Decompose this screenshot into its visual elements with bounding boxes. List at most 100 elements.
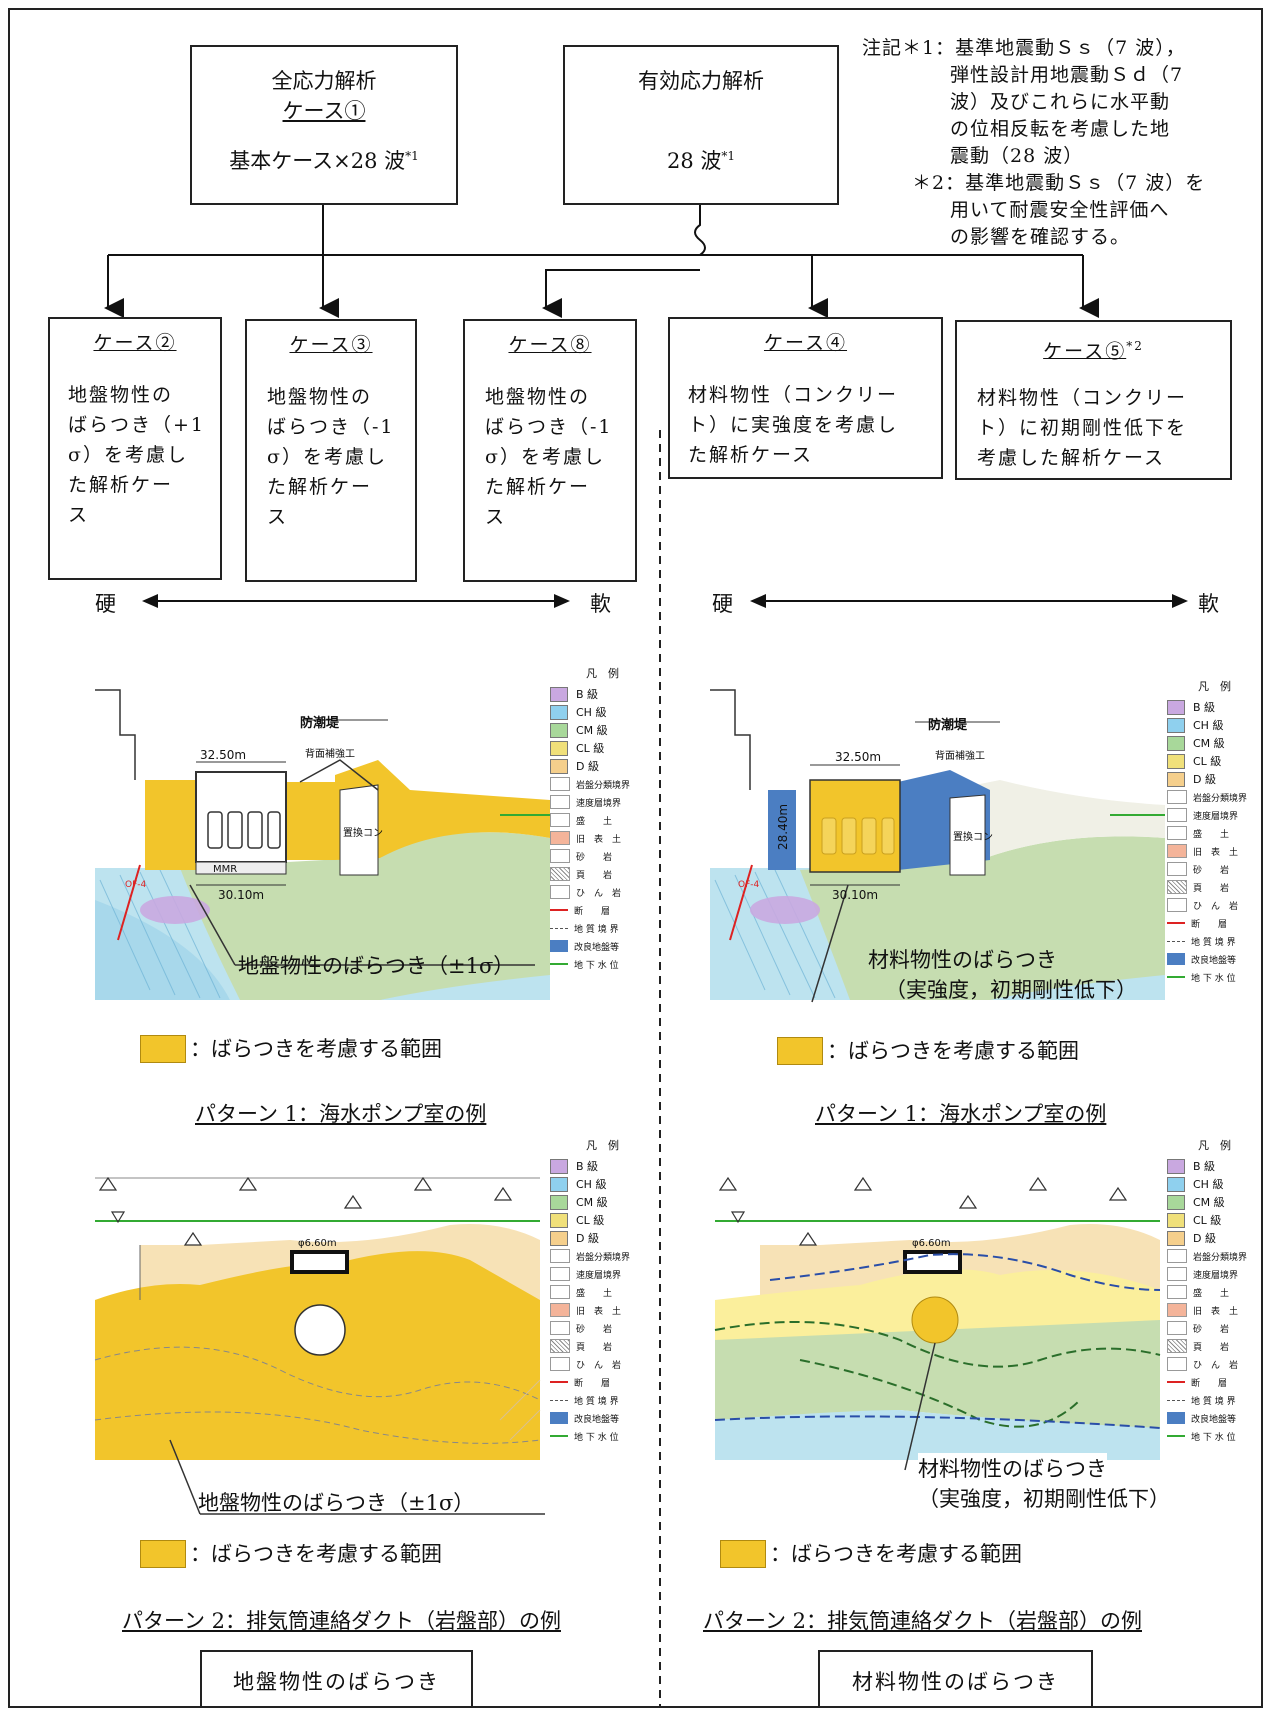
legend-rock-row: B 級 xyxy=(550,1157,655,1175)
legend-symbol xyxy=(1167,790,1187,804)
legend-rock-row: D 級 xyxy=(550,1229,655,1247)
ground-variation-box: 地盤物性のばらつき xyxy=(200,1650,473,1708)
legend-rock-label: CH 級 xyxy=(576,706,607,719)
back-fill-label-r: 背面補強工 xyxy=(935,751,985,762)
fault-label: OF-4 xyxy=(125,880,147,890)
legend-item-row: 地 下 水 位 xyxy=(550,955,655,973)
case-5-line: 材料物性（コンクリー xyxy=(977,387,1188,409)
legend-rock-row: D 級 xyxy=(1167,1229,1262,1247)
legend-rock-row: B 級 xyxy=(550,685,655,703)
note-1-line-1: 注記＊1：基準地震動Ｓｓ（7 波）， xyxy=(862,37,1186,59)
legend-item-label: 砂 岩 xyxy=(576,852,613,863)
case-1-label: ケース① xyxy=(282,99,366,123)
hard-label-right: 硬 xyxy=(712,592,733,616)
legend-item-label: 旧 表 土 xyxy=(576,834,622,845)
legend-symbol xyxy=(550,1249,570,1263)
legend-item-row: 盛 土 xyxy=(1167,824,1262,842)
case-8-line: ばらつき（-1 xyxy=(485,416,613,438)
legend-item-row: 速度層境界 xyxy=(550,1265,655,1283)
dim-width-1-r: 32.50m xyxy=(835,750,882,764)
legend-item-label: ひ ん 岩 xyxy=(576,1360,622,1371)
legend-swatch xyxy=(1167,1194,1185,1210)
case-3-box: ケース③ 地盤物性の ばらつき（-1 σ）を考慮し た解析ケー ス xyxy=(245,319,417,582)
legend-item-label: ひ ん 岩 xyxy=(1193,1360,1239,1371)
case-3-line: ばらつき（-1 xyxy=(267,416,395,438)
legend-symbol xyxy=(550,927,568,929)
pattern1-caption-right: パターン 1：海水ポンプ室の例 xyxy=(815,1102,1107,1126)
legend-symbol xyxy=(550,1357,570,1371)
legend-swatch xyxy=(1167,717,1185,733)
legend-item-label: 改良地盤等 xyxy=(1191,955,1237,966)
pattern2-caption-left: パターン 2：排気筒連絡ダクト（岩盤部）の例 xyxy=(122,1609,561,1633)
legend-rock-label: CH 級 xyxy=(1193,719,1224,732)
effective-stress-title: 有効応力解析 xyxy=(638,69,764,93)
legend-rock-label: B 級 xyxy=(576,1160,599,1173)
legend-item-row: 砂 岩 xyxy=(1167,1319,1262,1337)
legend-item-row: 砂 岩 xyxy=(1167,860,1262,878)
note-1-line-4: の位相反転を考慮した地 xyxy=(950,118,1171,140)
replacement-label: 置換コン xyxy=(343,828,383,839)
legend-item-label: 盛 土 xyxy=(576,816,613,827)
legend-swatch xyxy=(1167,1230,1185,1246)
legend-swatch xyxy=(550,704,568,720)
legend-item-label: 岩盤分類境界 xyxy=(576,1252,631,1263)
legend-rock-row: CL 級 xyxy=(1167,1211,1262,1229)
case-5-line: ト）に初期剛性低下を xyxy=(977,417,1188,439)
case-4-title: ケース④ xyxy=(763,332,848,354)
dim-width-2-r: 30.10m xyxy=(832,888,879,902)
legend-symbol xyxy=(1167,976,1185,978)
legend-swatch xyxy=(550,1176,568,1192)
legend-symbol xyxy=(1167,826,1187,840)
legend-rock-label: D 級 xyxy=(1193,1232,1216,1245)
legend-item-row: 断 層 xyxy=(550,1373,655,1391)
replacement-label-r: 置換コン xyxy=(953,832,993,843)
legend-item-label: 盛 土 xyxy=(1193,1288,1230,1299)
note-1-line-5: 震動（28 波） xyxy=(950,145,1084,167)
legend-symbol xyxy=(550,885,570,899)
legend-item-row: 岩盤分類境界 xyxy=(1167,788,1262,806)
legend-rock-label: CM 級 xyxy=(1193,1196,1225,1209)
legend-item-label: ひ ん 岩 xyxy=(576,888,622,899)
legend-item-label: 断 層 xyxy=(574,1378,611,1389)
legend-item-label: 地 質 境 界 xyxy=(574,1396,619,1407)
legend-symbol xyxy=(1167,862,1187,876)
pattern2-caption-right: パターン 2：排気筒連絡ダクト（岩盤部）の例 xyxy=(703,1609,1142,1633)
legend-symbol xyxy=(1167,808,1187,822)
legend-item-row: 盛 土 xyxy=(550,1283,655,1301)
legend-item-row: 頁 岩 xyxy=(550,865,655,883)
legend-rock-row: D 級 xyxy=(550,757,655,775)
legend-item-label: 砂 岩 xyxy=(1193,1324,1230,1335)
legend-symbol xyxy=(550,1267,570,1281)
legend-swatch xyxy=(1167,771,1185,787)
legend-swatch xyxy=(1167,1212,1185,1228)
legend-item-row: 地 質 境 界 xyxy=(550,1391,655,1409)
legend-swatch xyxy=(550,722,568,738)
case-8-line: た解析ケー xyxy=(485,476,591,498)
case-2-box: ケース② 地盤物性の ばらつき（+1 σ）を考慮し た解析ケー ス xyxy=(48,317,222,580)
legend-rock-label: CM 級 xyxy=(576,724,608,737)
legend-rock-row: CH 級 xyxy=(550,1175,655,1193)
case-4-line: 材料物性（コンクリー xyxy=(688,384,899,406)
legend-rock-row: CM 級 xyxy=(550,1193,655,1211)
total-stress-text: 基本ケース×28 波 xyxy=(229,149,406,173)
legend-item-label: 旧 表 土 xyxy=(576,1306,622,1317)
legend-item-row: ひ ん 岩 xyxy=(1167,1355,1262,1373)
legend-symbol xyxy=(550,867,570,881)
legend-symbol xyxy=(550,1412,568,1424)
legend-rock-label: D 級 xyxy=(1193,773,1216,786)
legend-rock-row: CM 級 xyxy=(550,721,655,739)
right-callout-2a: 材料物性のばらつき xyxy=(918,1453,1107,1483)
legend-rock-row: CH 級 xyxy=(550,703,655,721)
legend-rock-label: CM 級 xyxy=(576,1196,608,1209)
legend-rock-row: CL 級 xyxy=(550,739,655,757)
legend-item-label: 改良地盤等 xyxy=(574,942,620,953)
legend-item-row: ひ ん 岩 xyxy=(550,1355,655,1373)
legend-item-row: 地 質 境 界 xyxy=(1167,1391,1262,1409)
legend-item-label: 岩盤分類境界 xyxy=(1193,793,1248,804)
legend-rock-row: CM 級 xyxy=(1167,1193,1262,1211)
legend-rock-label: CH 級 xyxy=(1193,1178,1224,1191)
legend-rock-label: CL 級 xyxy=(1193,755,1222,768)
